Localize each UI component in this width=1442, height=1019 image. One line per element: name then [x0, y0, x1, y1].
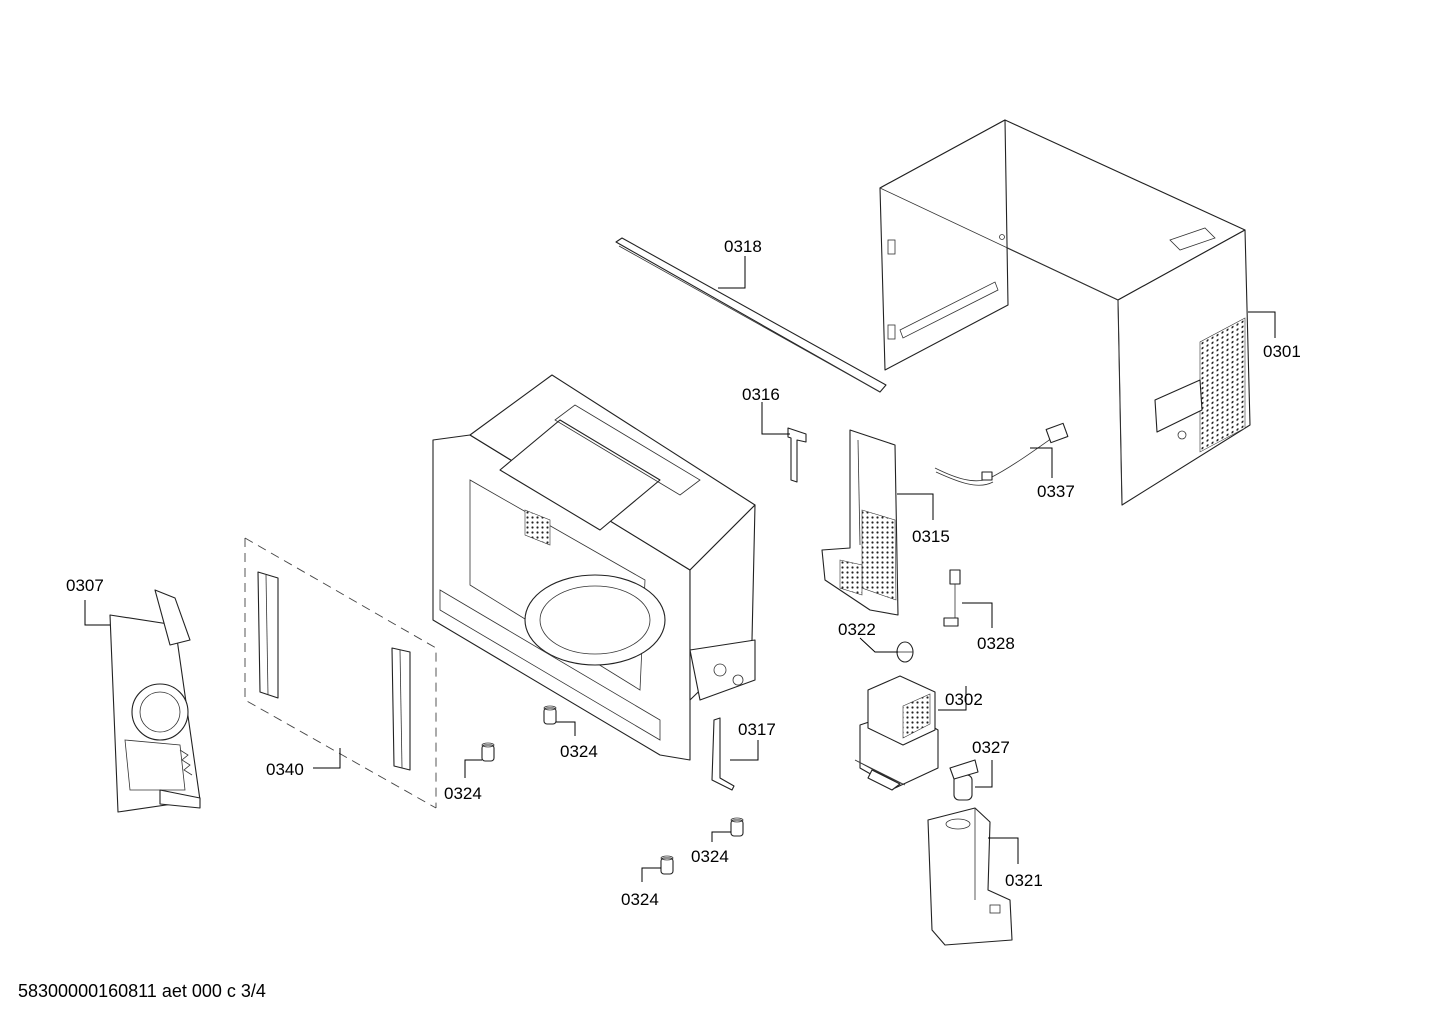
part-0318-rail — [615, 237, 887, 393]
label-0321: 0321 — [1005, 871, 1043, 890]
label-0302: 0302 — [945, 690, 983, 709]
drawing-reference-code: 58300000160811 aet 000 c 3/4 — [18, 981, 266, 1001]
part-0301-outer-housing — [879, 119, 1251, 506]
leader-lines — [84, 256, 1276, 882]
part-0324-foot-d — [660, 855, 674, 875]
label-0315: 0315 — [912, 527, 950, 546]
label-0316: 0316 — [742, 385, 780, 404]
label-0337: 0337 — [1037, 482, 1075, 501]
label-0307: 0307 — [66, 576, 104, 595]
label-0324-d: 0324 — [621, 890, 659, 909]
part-0328-sensor — [943, 569, 961, 627]
part-0324-foot-b — [481, 742, 495, 762]
cavity-frame — [432, 374, 756, 761]
part-0316-bracket — [787, 427, 807, 483]
label-0318: 0318 — [724, 237, 762, 256]
part-0315-side-panel — [821, 429, 899, 616]
part-0321-air-duct — [927, 807, 1013, 946]
label-0317: 0317 — [738, 720, 776, 739]
part-0340-door-strips — [244, 537, 437, 809]
part-0324-foot-c — [730, 817, 744, 837]
part-0324-foot-a — [543, 705, 557, 725]
part-0337-power-cable — [934, 422, 1069, 486]
label-0340: 0340 — [266, 760, 304, 779]
label-0328: 0328 — [977, 634, 1015, 653]
part-0307-door-lock-assembly — [109, 589, 201, 813]
label-0322: 0322 — [838, 620, 876, 639]
label-0324-b: 0324 — [444, 784, 482, 803]
part-0317-bracket — [711, 717, 735, 791]
part-0327-capacitor — [949, 759, 979, 801]
label-0324-a: 0324 — [560, 742, 598, 761]
label-0324-c: 0324 — [691, 847, 729, 866]
label-0327: 0327 — [972, 738, 1010, 757]
part-0322-thermostat — [896, 641, 914, 663]
part-0302-transformer — [854, 675, 939, 791]
part-labels: 0301 0318 0316 0315 0337 0328 0322 0302 … — [66, 237, 1301, 909]
label-0301: 0301 — [1263, 342, 1301, 361]
